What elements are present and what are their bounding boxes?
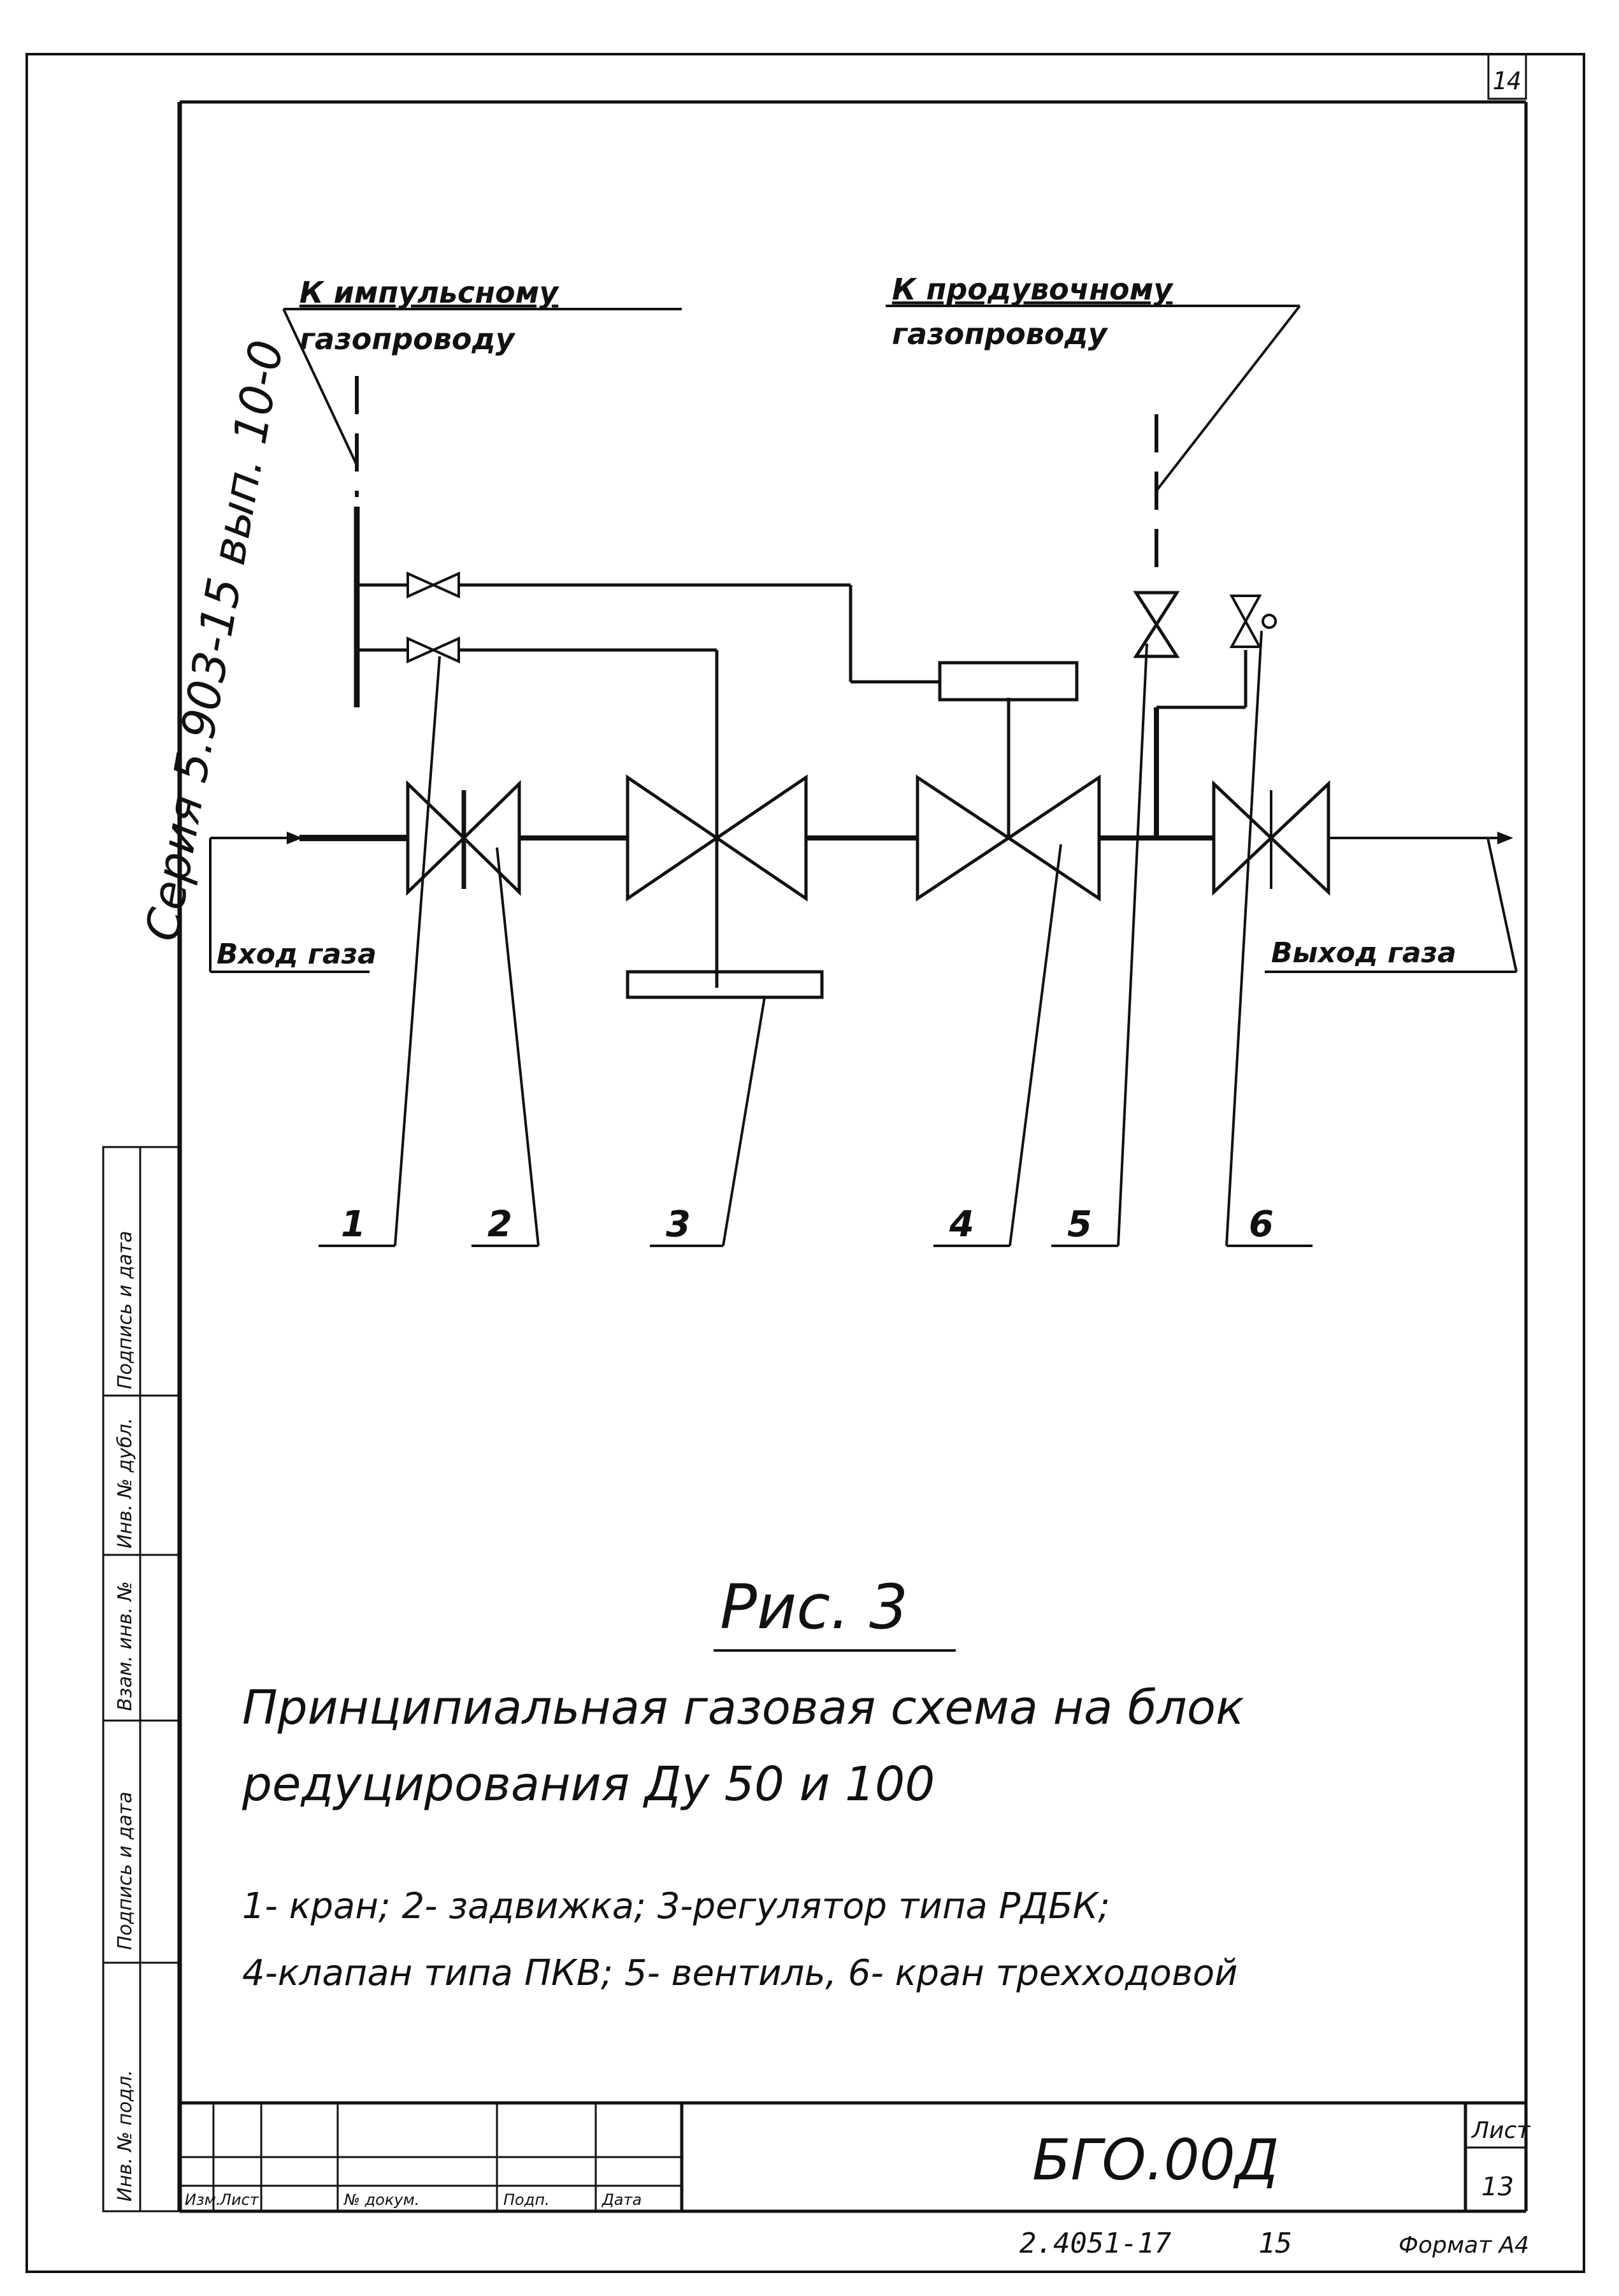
tb-col-list: Лист xyxy=(219,2191,259,2209)
impulse-valve-lower xyxy=(407,636,460,664)
shutoff-valve-pkv xyxy=(916,661,1101,902)
caption-title-line2: редуцирования Ду 50 и 100 xyxy=(241,1757,935,1812)
figure-number: Рис. 3 xyxy=(720,1571,908,1643)
tb-col-date: Дата xyxy=(601,2191,642,2209)
main-pipeline xyxy=(210,832,1513,844)
drawing-designation: БГО.00Д xyxy=(1032,2127,1279,2193)
callout-leaders xyxy=(319,630,1313,1247)
page-number: 14 xyxy=(1492,67,1522,95)
callout-6: 6 xyxy=(1249,1204,1274,1245)
callout-1: 1 xyxy=(341,1204,366,1245)
stamp-cell-1: Инв. № подл. xyxy=(114,2070,136,2202)
stamp-cell-2: Подпись и дата xyxy=(114,1792,136,1951)
series-note: Серия 5.903-15 вып. 10-0 xyxy=(135,336,294,944)
gas-outlet-label: Выход газа xyxy=(1271,937,1457,969)
caption-title-line1: Принципиальная газовая схема на блок xyxy=(242,1680,1244,1735)
impulse-leader xyxy=(282,308,682,497)
stamp-cell-4: Инв. № дубл. xyxy=(114,1418,136,1549)
side-stamp xyxy=(102,1146,181,2213)
gas-inlet-label: Вход газа xyxy=(217,938,377,971)
tb-col-sign: Подп. xyxy=(503,2191,550,2209)
impulse-valve-upper xyxy=(407,571,460,599)
purge-valve-5 xyxy=(1133,591,1180,658)
callout-3: 3 xyxy=(666,1204,691,1245)
tb-col-doc: № докум. xyxy=(343,2191,419,2209)
outlet-leader xyxy=(1265,837,1518,973)
title-block xyxy=(180,2101,1526,2211)
callout-5: 5 xyxy=(1067,1204,1092,1245)
sheet-format: Формат А4 xyxy=(1399,2232,1529,2258)
callout-2: 2 xyxy=(487,1204,512,1245)
tb-col-izm: Изм. xyxy=(185,2191,220,2209)
impulse-label-1: К импульсному xyxy=(299,275,559,310)
impulse-header xyxy=(354,507,940,988)
pressure-regulator xyxy=(626,774,824,999)
impulse-label-2: газопроводу xyxy=(299,322,516,356)
three-way-cock-6 xyxy=(1229,595,1277,648)
sheet-label: Лист xyxy=(1471,2118,1530,2144)
footer-code: 2.4051-17 xyxy=(1019,2227,1172,2260)
gate-valve xyxy=(406,780,521,896)
sheet-number: 13 xyxy=(1481,2172,1514,2202)
purge-leader xyxy=(886,305,1301,580)
legend-line2: 4-клапан типа ПКВ; 5- вентиль, 6- кран т… xyxy=(242,1953,1237,1994)
purge-label-2: газопроводу xyxy=(892,317,1109,351)
callout-4: 4 xyxy=(949,1204,974,1245)
outlet-valve xyxy=(1212,780,1330,896)
stamp-cell-3: Взам. инв. № xyxy=(114,1581,136,1711)
stamp-cell-5: Подпись и дата xyxy=(114,1231,136,1390)
inlet-leader xyxy=(209,838,370,973)
footer-num: 15 xyxy=(1258,2227,1292,2260)
legend-line1: 1- кран; 2- задвижка; 3-регулятор типа Р… xyxy=(242,1886,1110,1927)
purge-label-1: К продувочному xyxy=(892,272,1174,307)
purge-branch xyxy=(1154,650,1248,838)
page-number-box xyxy=(1487,53,1527,100)
